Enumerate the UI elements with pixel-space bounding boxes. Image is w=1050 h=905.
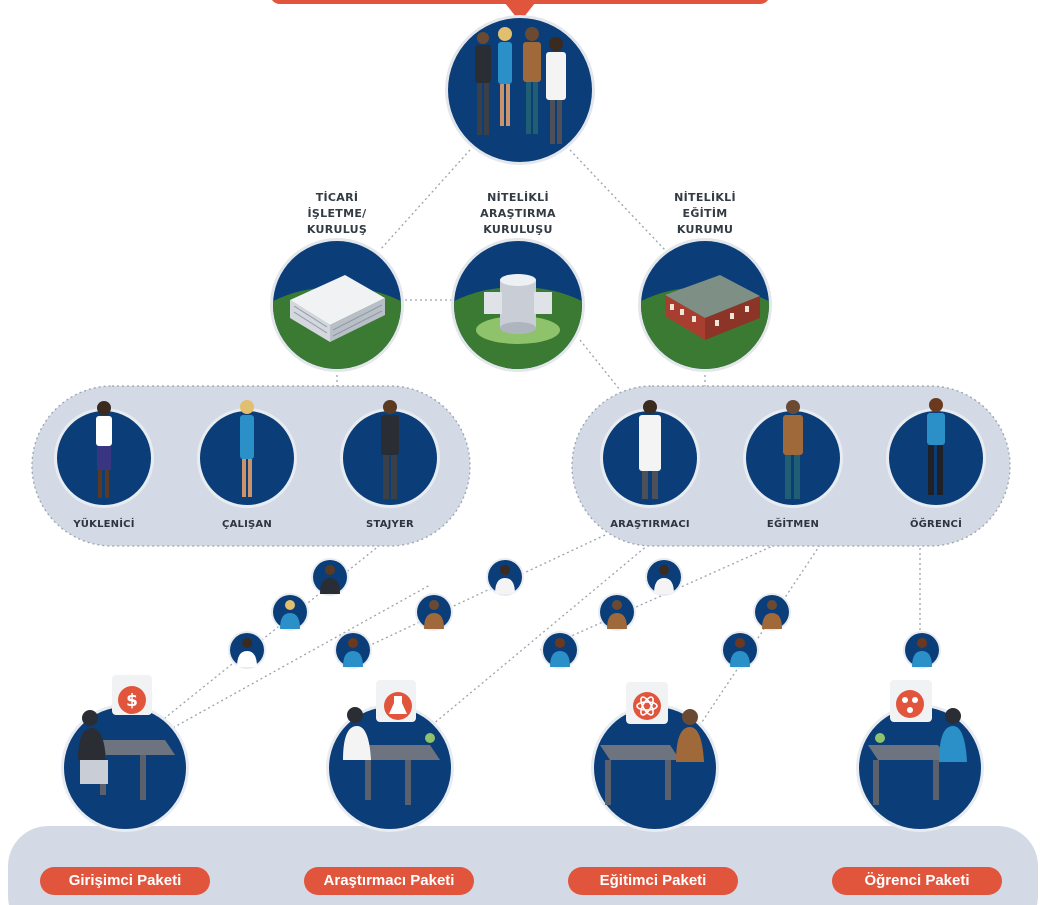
role-label-ogrenci: ÖĞRENCİ <box>909 519 963 530</box>
dollar-icon: $ <box>126 691 138 711</box>
role-label-yuklenici: YÜKLENİCİ <box>73 519 135 530</box>
avatar-arastirmaci-1 <box>486 558 524 596</box>
workstation-girisimci: $ <box>61 675 189 832</box>
role-arastirmaci-circle <box>600 400 700 508</box>
avatar-ogrenci-3 <box>721 631 759 669</box>
avatar-egitmen-1 <box>415 593 453 631</box>
avatar-ogrenci-1 <box>334 631 372 669</box>
person-brown-jacket <box>523 27 541 134</box>
org-egitim-circle <box>638 238 772 372</box>
avatar-ogrenci-4 <box>903 631 941 669</box>
workstation-arastirmaci <box>326 680 454 832</box>
package-button-arastirmaci[interactable]: Araştırmacı Paketi <box>304 867 474 895</box>
role-label-arastirmaci: ARAŞTIRMACI <box>610 519 690 530</box>
package-button-ogrenci[interactable]: Öğrenci Paketi <box>832 867 1002 895</box>
avatar-arastirmaci-2 <box>645 558 683 596</box>
avatar-yuklenici <box>228 631 266 669</box>
atom-icon <box>636 696 658 716</box>
role-label-stajyer: STAJYER <box>366 519 414 530</box>
connector-lines <box>149 149 921 736</box>
role-label-egitmen: EĞİTMEN <box>766 519 820 530</box>
package-panel <box>8 826 1038 905</box>
person-blonde <box>498 27 512 126</box>
avatar-stajyer <box>311 558 349 596</box>
team-group-circle <box>445 15 595 165</box>
package-button-girisimci[interactable]: Girişimci Paketi <box>40 867 210 895</box>
person-suit <box>475 32 491 135</box>
org-arastirma-circle <box>451 238 585 372</box>
package-button-egitimci[interactable]: Eğitimci Paketi <box>568 867 738 895</box>
org-label-ticari: TİCARİ İŞLETME/ KURULUŞ <box>306 191 368 236</box>
role-yuklenici-circle <box>54 401 154 508</box>
top-banner <box>272 0 768 22</box>
molecule-icon <box>902 697 918 713</box>
person-lab-coat <box>546 37 566 144</box>
avatar-egitmen-3 <box>753 593 791 631</box>
avatar-ogrenci-2 <box>541 631 579 669</box>
role-stajyer-circle <box>340 400 440 508</box>
flask-icon <box>389 696 407 714</box>
org-ticari-circle <box>270 238 404 372</box>
avatar-egitmen-2 <box>598 593 636 631</box>
org-label-egitim: NİTELİKLİ EĞİTİM KURUMU <box>674 191 736 236</box>
role-calisan-circle <box>197 400 297 508</box>
avatar-calisan <box>271 593 309 631</box>
workstation-ogrenci <box>856 680 984 832</box>
role-egitmen-circle <box>743 400 843 508</box>
workstation-egitimci <box>591 682 719 832</box>
role-ogrenci-circle <box>886 398 986 508</box>
org-label-arastirma: NİTELİKLİ ARAŞTIRMA KURULUŞU <box>480 191 556 236</box>
role-label-calisan: ÇALIŞAN <box>222 519 272 530</box>
